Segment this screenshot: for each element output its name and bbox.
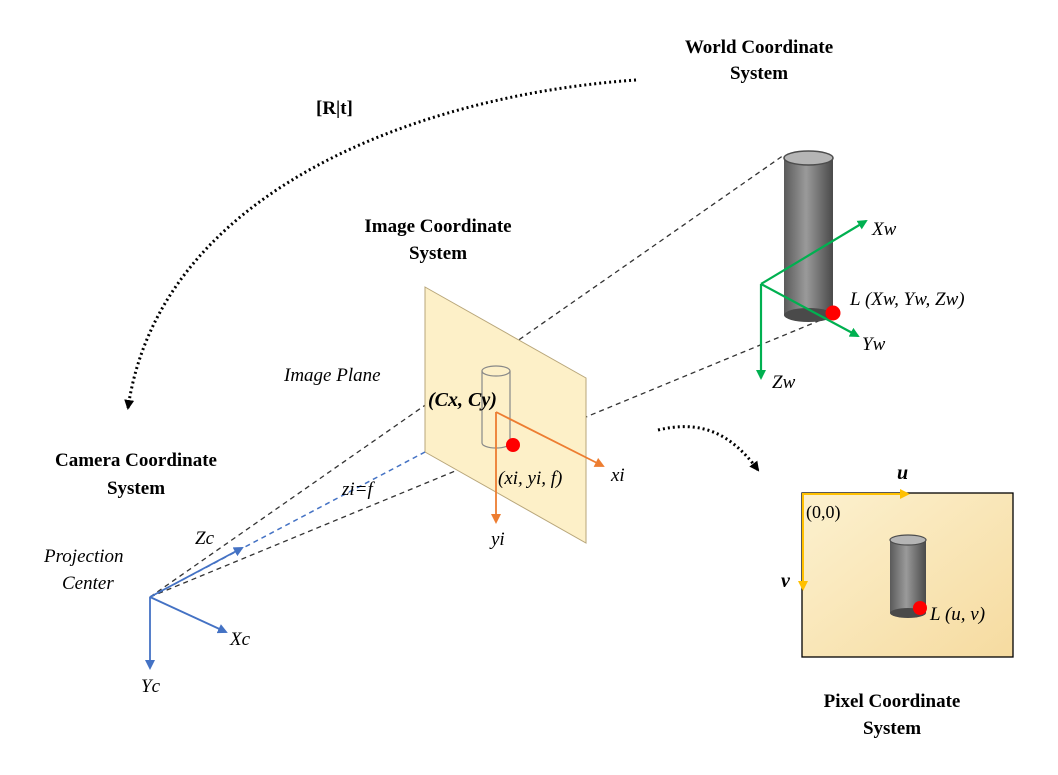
image-to-pixel-arrow	[657, 425, 760, 472]
world-axis-yw	[760, 283, 860, 337]
image-axes	[491, 411, 605, 524]
image-plane-label: Image Plane	[283, 365, 381, 386]
world-axis-zw-label: Zw	[772, 372, 796, 393]
pixel-axes	[798, 489, 910, 591]
principal-point-label: (Cx, Cy)	[428, 389, 497, 411]
image-axis-yi-label: yi	[489, 529, 505, 550]
image-plane	[424, 286, 587, 544]
world-point	[825, 305, 841, 321]
camera-axis-zc	[149, 547, 244, 598]
camera-axes	[145, 547, 244, 670]
projection-center-label-line1: Projection	[43, 546, 124, 567]
focal-length-line	[149, 451, 426, 598]
image-axis-xi	[495, 411, 605, 467]
image-point	[506, 438, 520, 452]
focal-length-label: zi=f	[341, 479, 375, 500]
pixel-origin-label: (0,0)	[806, 502, 841, 523]
world-title-line2: System	[730, 63, 788, 84]
world-axis-xw-label: Xw	[871, 219, 897, 240]
rt-transform-label: [R|t]	[316, 98, 353, 119]
pixel-title-line1: Pixel Coordinate	[824, 691, 961, 712]
camera-title-line2: System	[107, 478, 165, 499]
world-axes	[756, 219, 868, 380]
image-title-line1: Image Coordinate	[364, 216, 511, 237]
pixel-axis-u-label: u	[897, 462, 908, 484]
pixel-point-label: L (u, v)	[929, 604, 985, 625]
pixel-point	[913, 601, 927, 615]
world-object-cylinder	[783, 150, 834, 322]
camera-axis-xc	[149, 596, 228, 634]
camera-axis-zc-label: Zc	[195, 528, 215, 549]
world-axis-yw-label: Yw	[862, 334, 886, 355]
image-title-line2: System	[409, 243, 467, 264]
image-point-label: (xi, yi, f)	[498, 468, 562, 489]
camera-axis-xc-label: Xc	[229, 629, 251, 650]
image-axis-xi-label: xi	[610, 465, 625, 486]
camera-axis-yc-label: Yc	[141, 676, 161, 697]
rt-transform-arrow	[124, 78, 637, 410]
projection-center-label-line2: Center	[62, 573, 114, 594]
camera-title-line1: Camera Coordinate	[55, 450, 217, 471]
projection-line-top	[149, 154, 785, 598]
world-title-line1: World Coordinate	[685, 37, 833, 58]
world-axis-xw	[760, 219, 868, 285]
pixel-title-line2: System	[863, 718, 921, 739]
pixel-axis-v-label: v	[781, 570, 791, 592]
world-point-label: L (Xw, Yw, Zw)	[849, 289, 965, 310]
